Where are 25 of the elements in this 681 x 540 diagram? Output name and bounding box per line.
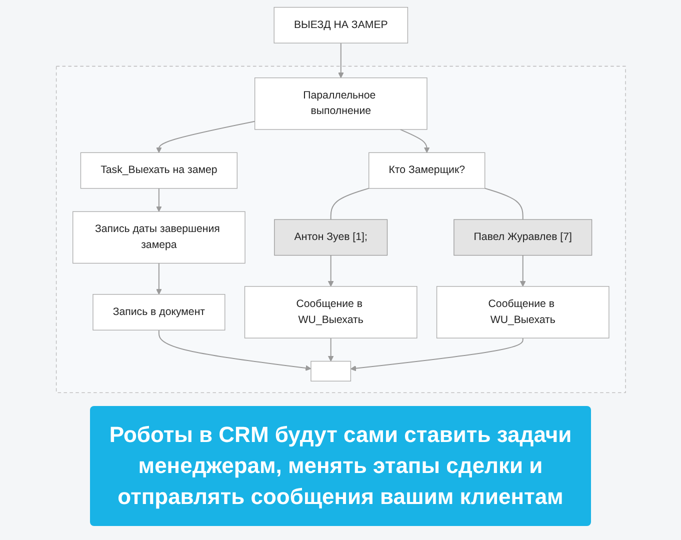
arrow	[328, 338, 334, 362]
node-box	[310, 360, 351, 382]
caption-banner: Роботы в CRM будут сами ставить задачи менеджерам, менять этапы сделки и отправлять сообщения вашим клиентам	[90, 406, 591, 526]
connector	[330, 188, 369, 220]
node-box: Task_Выехать на замер	[80, 152, 238, 189]
node-box: Параллельное выполнение	[254, 78, 427, 130]
node-box: Сообщение в WU_Выехать	[244, 286, 417, 338]
arrow	[328, 254, 334, 287]
node-box: Павел Журавлев [7]	[453, 219, 592, 256]
arrow	[156, 262, 162, 295]
cluster	[56, 66, 626, 394]
node-box: Сообщение в WU_Выехать	[436, 286, 609, 338]
connector	[484, 188, 523, 220]
node-box: ВЫЕЗД НА ЗАМЕР	[273, 6, 408, 44]
node-box: Запись даты завершения замера	[72, 211, 245, 264]
arrow	[399, 128, 430, 153]
node-box: Запись в документ	[92, 294, 225, 330]
arrow	[156, 120, 255, 153]
arrow	[156, 188, 162, 212]
arrow	[520, 254, 526, 287]
arrow	[158, 330, 311, 371]
arrow	[338, 42, 344, 78]
node-box: Антон Зуев [1];	[274, 219, 388, 256]
node-box: Кто Замерщик?	[368, 152, 485, 189]
arrow	[350, 338, 523, 372]
